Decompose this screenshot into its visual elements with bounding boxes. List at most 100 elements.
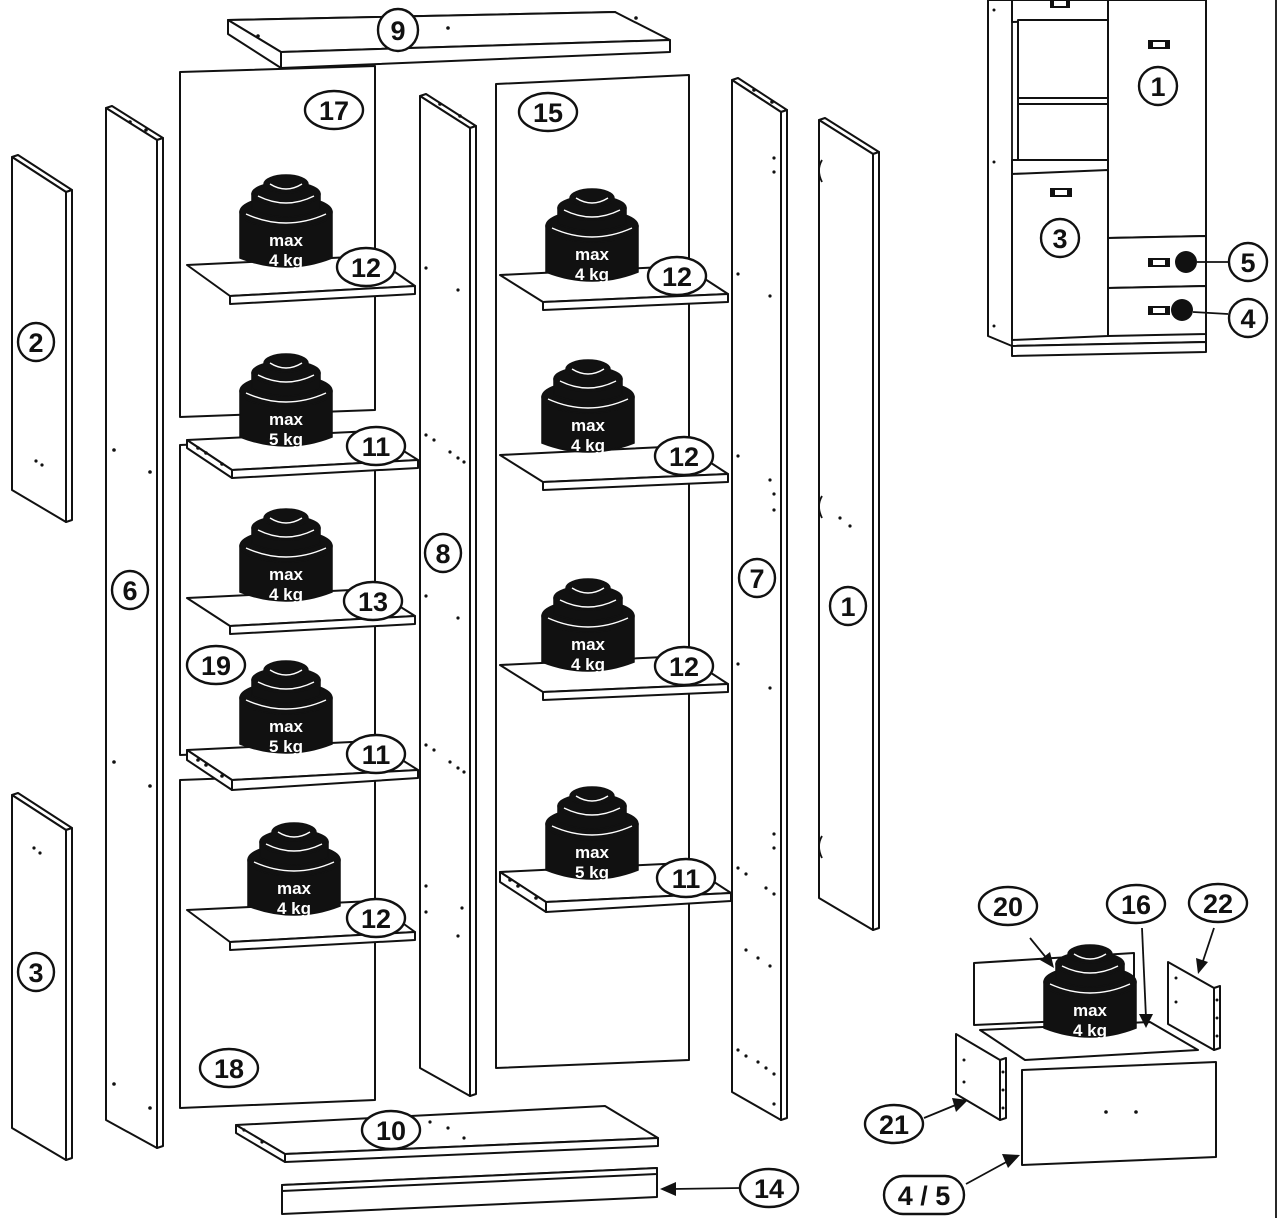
badge-label: 12	[669, 652, 699, 682]
badge-12-left-top: 12	[335, 246, 397, 288]
badge-label: 14	[754, 1174, 784, 1204]
badge-13: 13	[342, 580, 404, 622]
badge-label: 4	[1240, 304, 1255, 334]
weight-kg-label: 4 kg	[269, 251, 303, 270]
preview-badge-1: 1	[1137, 65, 1179, 107]
panel-9-top	[227, 11, 671, 69]
back-panel-15	[495, 74, 690, 1069]
badge-12-right-2: 12	[653, 435, 715, 477]
badge-label: 17	[319, 96, 349, 126]
badge-label: 8	[435, 539, 450, 569]
door-1	[818, 117, 880, 931]
badge-17: 17	[303, 89, 365, 131]
badge-label: 1	[840, 592, 855, 622]
leader-14	[660, 1182, 741, 1196]
badge-1: 1	[828, 585, 868, 627]
panel-8	[419, 93, 477, 1097]
weight-max-label: max	[1073, 1001, 1108, 1020]
badge-label: 11	[362, 740, 391, 770]
plinth-14	[281, 1167, 658, 1215]
badge-4-5: 4 / 5	[882, 1174, 966, 1216]
badge-label: 5	[1240, 248, 1255, 278]
weight-max-label: max	[277, 879, 312, 898]
badge-label: 4 / 5	[898, 1181, 951, 1211]
panel-6	[105, 105, 164, 1149]
badge-label: 12	[351, 253, 381, 283]
badge-15: 15	[517, 91, 579, 133]
badge-label: 12	[662, 262, 692, 292]
badge-11-left-upper: 11	[345, 425, 407, 467]
badge-label: 13	[358, 587, 388, 617]
badge-2: 2	[16, 321, 56, 363]
panel-7	[731, 77, 788, 1121]
badge-label: 15	[533, 98, 563, 128]
weight-max-label: max	[575, 245, 610, 264]
badge-9: 9	[376, 7, 420, 53]
badge-3-left: 3	[16, 951, 56, 993]
badge-label: 18	[214, 1054, 244, 1084]
preview-badge-3: 3	[1039, 217, 1081, 259]
badge-label: 19	[201, 651, 231, 681]
badge-16: 16	[1105, 883, 1167, 925]
weight-max-label: max	[269, 565, 304, 584]
weight-max-label: max	[269, 231, 304, 250]
badge-label: 3	[1052, 224, 1067, 254]
badge-14: 14	[738, 1167, 800, 1209]
weight-kg-label: 4 kg	[571, 655, 605, 674]
badge-18: 18	[198, 1047, 260, 1089]
weight-max-label: max	[571, 416, 606, 435]
badge-label: 1	[1150, 72, 1165, 102]
badge-10: 10	[360, 1109, 422, 1151]
badge-6: 6	[110, 569, 150, 611]
weight-max-label: max	[269, 717, 304, 736]
badge-21: 21	[863, 1103, 925, 1145]
preview-badge-4: 4	[1227, 297, 1269, 339]
weight-kg-label: 4 kg	[1073, 1021, 1107, 1040]
badge-12-right-1: 12	[646, 255, 708, 297]
weight-max-label: max	[571, 635, 606, 654]
badge-label: 16	[1121, 890, 1151, 920]
badge-11-left-lower: 11	[345, 733, 407, 775]
drawer-assembly	[955, 952, 1221, 1166]
weight-kg-label: 4 kg	[269, 585, 303, 604]
badge-label: 22	[1203, 889, 1233, 919]
weight-kg-label: 4 kg	[277, 899, 311, 918]
badge-label: 6	[122, 576, 137, 606]
weight-kg-label: 5 kg	[575, 863, 609, 882]
badge-12-right-3: 12	[653, 645, 715, 687]
badge-label: 20	[993, 892, 1023, 922]
weight-kg-label: 5 kg	[269, 737, 303, 756]
badge-label: 3	[28, 958, 43, 988]
badge-19: 19	[185, 644, 247, 686]
panel-10-bottom	[235, 1105, 659, 1163]
drawer-leaders	[923, 927, 1215, 1185]
badge-label: 21	[879, 1110, 909, 1140]
badge-label: 7	[749, 564, 764, 594]
weight-max-label: max	[575, 843, 610, 862]
badge-label: 12	[669, 442, 699, 472]
badge-label: 11	[362, 432, 391, 462]
badge-7: 7	[737, 557, 777, 599]
badge-label: 12	[361, 904, 391, 934]
weight-kg-label: 4 kg	[575, 265, 609, 284]
badge-8: 8	[423, 532, 463, 574]
badge-22: 22	[1187, 882, 1249, 924]
weight-kg-label: 4 kg	[571, 436, 605, 455]
badge-11-right: 11	[655, 857, 717, 899]
weight-kg-label: 5 kg	[269, 430, 303, 449]
badge-20: 20	[977, 885, 1039, 927]
preview-badge-5: 5	[1227, 241, 1269, 283]
weight-max-label: max	[269, 410, 304, 429]
preview-cabinet	[987, 0, 1229, 357]
badge-label: 9	[390, 16, 405, 46]
